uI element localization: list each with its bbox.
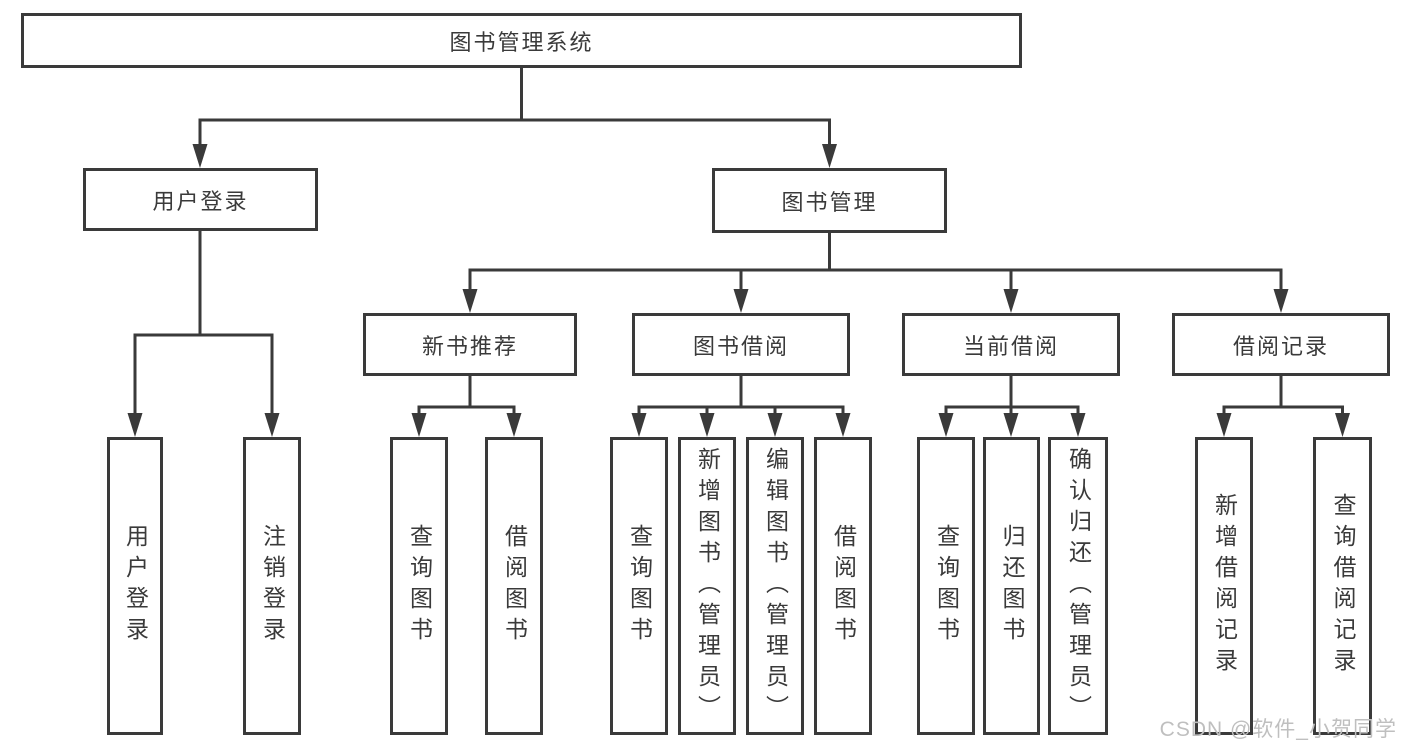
arrow-icon — [1335, 413, 1350, 437]
node-user-login-label: 用户登录 — [152, 188, 249, 214]
node-book-mgmt: 图书管理 — [712, 168, 947, 233]
node-book-mgmt-label: 图书管理 — [781, 189, 878, 215]
leaf-current-query-book: 查询图书 — [917, 437, 975, 735]
leaf-borrow-edit-book: 编辑图书（管理员） — [746, 437, 804, 735]
arrow-icon — [938, 413, 954, 437]
node-root-label: 图书管理系统 — [449, 29, 594, 55]
leaf-current-return-book: 归还图书 — [983, 437, 1040, 735]
leaf-borrow-edit-book-label: 编辑图书（管理员） — [762, 446, 789, 726]
leaf-records-add-record: 新增借阅记录 — [1195, 437, 1253, 735]
arrow-icon — [1273, 289, 1289, 313]
node-user-login: 用户登录 — [83, 168, 318, 231]
arrowheads — [127, 144, 1350, 437]
connector-user-login-to-leaves — [133, 231, 274, 414]
arrow-icon — [1216, 413, 1232, 437]
node-book-borrow: 图书借阅 — [632, 313, 850, 376]
node-borrow-records: 借阅记录 — [1172, 313, 1390, 376]
leaf-recommend-borrow-book-label: 借阅图书 — [501, 524, 528, 648]
arrow-icon — [822, 144, 837, 168]
node-book-borrow-label: 图书借阅 — [692, 333, 789, 359]
leaf-borrow-query-book-label: 查询图书 — [626, 524, 653, 648]
arrow-icon — [767, 413, 783, 437]
node-current-borrow-label: 当前借阅 — [962, 333, 1059, 359]
leaf-current-confirm-return-label: 确认归还（管理员） — [1065, 446, 1092, 726]
arrow-icon — [1003, 413, 1019, 437]
leaf-records-query-record-label: 查询借阅记录 — [1330, 493, 1356, 679]
leaf-user-login: 用户登录 — [107, 437, 163, 735]
connector-book-mgmt-to-level3 — [468, 233, 1283, 292]
arrow-icon — [462, 289, 478, 313]
leaf-borrow-query-book: 查询图书 — [610, 437, 668, 735]
arrow-icon — [631, 413, 647, 437]
csdn-watermark: CSDN @软件_小贺同学 — [1159, 718, 1397, 741]
leaf-logout-label: 注销登录 — [259, 524, 286, 648]
leaf-borrow-borrow-book: 借阅图书 — [814, 437, 872, 735]
arrow-icon — [733, 289, 749, 313]
leaf-user-login-label: 用户登录 — [122, 524, 149, 648]
arrow-icon — [264, 413, 280, 437]
arrow-icon — [192, 144, 208, 168]
leaf-borrow-add-book: 新增图书（管理员） — [678, 437, 736, 735]
connector-root-to-level2 — [198, 68, 831, 148]
leaf-records-add-record-label: 新增借阅记录 — [1211, 493, 1238, 679]
node-current-borrow: 当前借阅 — [902, 313, 1120, 376]
node-new-book-recommend-label: 新书推荐 — [421, 333, 518, 359]
leaf-logout: 注销登录 — [243, 437, 301, 735]
arrow-icon — [835, 413, 851, 437]
leaf-borrow-add-book-label: 新增图书（管理员） — [694, 446, 721, 726]
leaf-records-query-record: 查询借阅记录 — [1313, 437, 1372, 735]
connector-current-to-leaves — [944, 376, 1080, 416]
arrow-icon — [127, 413, 143, 437]
connector-records-to-leaves — [1222, 376, 1344, 416]
connector-recommend-to-leaves — [417, 376, 516, 416]
node-new-book-recommend: 新书推荐 — [363, 313, 577, 376]
arrow-icon — [506, 413, 522, 437]
leaf-current-confirm-return: 确认归还（管理员） — [1048, 437, 1108, 735]
arrow-icon — [1003, 289, 1019, 313]
leaf-current-query-book-label: 查询图书 — [933, 524, 960, 648]
leaf-recommend-query-book-label: 查询图书 — [406, 524, 433, 648]
connector-borrow-to-leaves — [637, 376, 845, 416]
leaf-recommend-borrow-book: 借阅图书 — [485, 437, 543, 735]
arrow-icon — [411, 413, 427, 437]
arrow-icon — [699, 413, 715, 437]
leaf-borrow-borrow-book-label: 借阅图书 — [830, 524, 857, 648]
arrow-icon — [1070, 413, 1086, 437]
node-root: 图书管理系统 — [21, 13, 1022, 68]
leaf-recommend-query-book: 查询图书 — [390, 437, 448, 735]
node-borrow-records-label: 借阅记录 — [1232, 333, 1329, 359]
leaf-current-return-book-label: 归还图书 — [999, 524, 1025, 648]
